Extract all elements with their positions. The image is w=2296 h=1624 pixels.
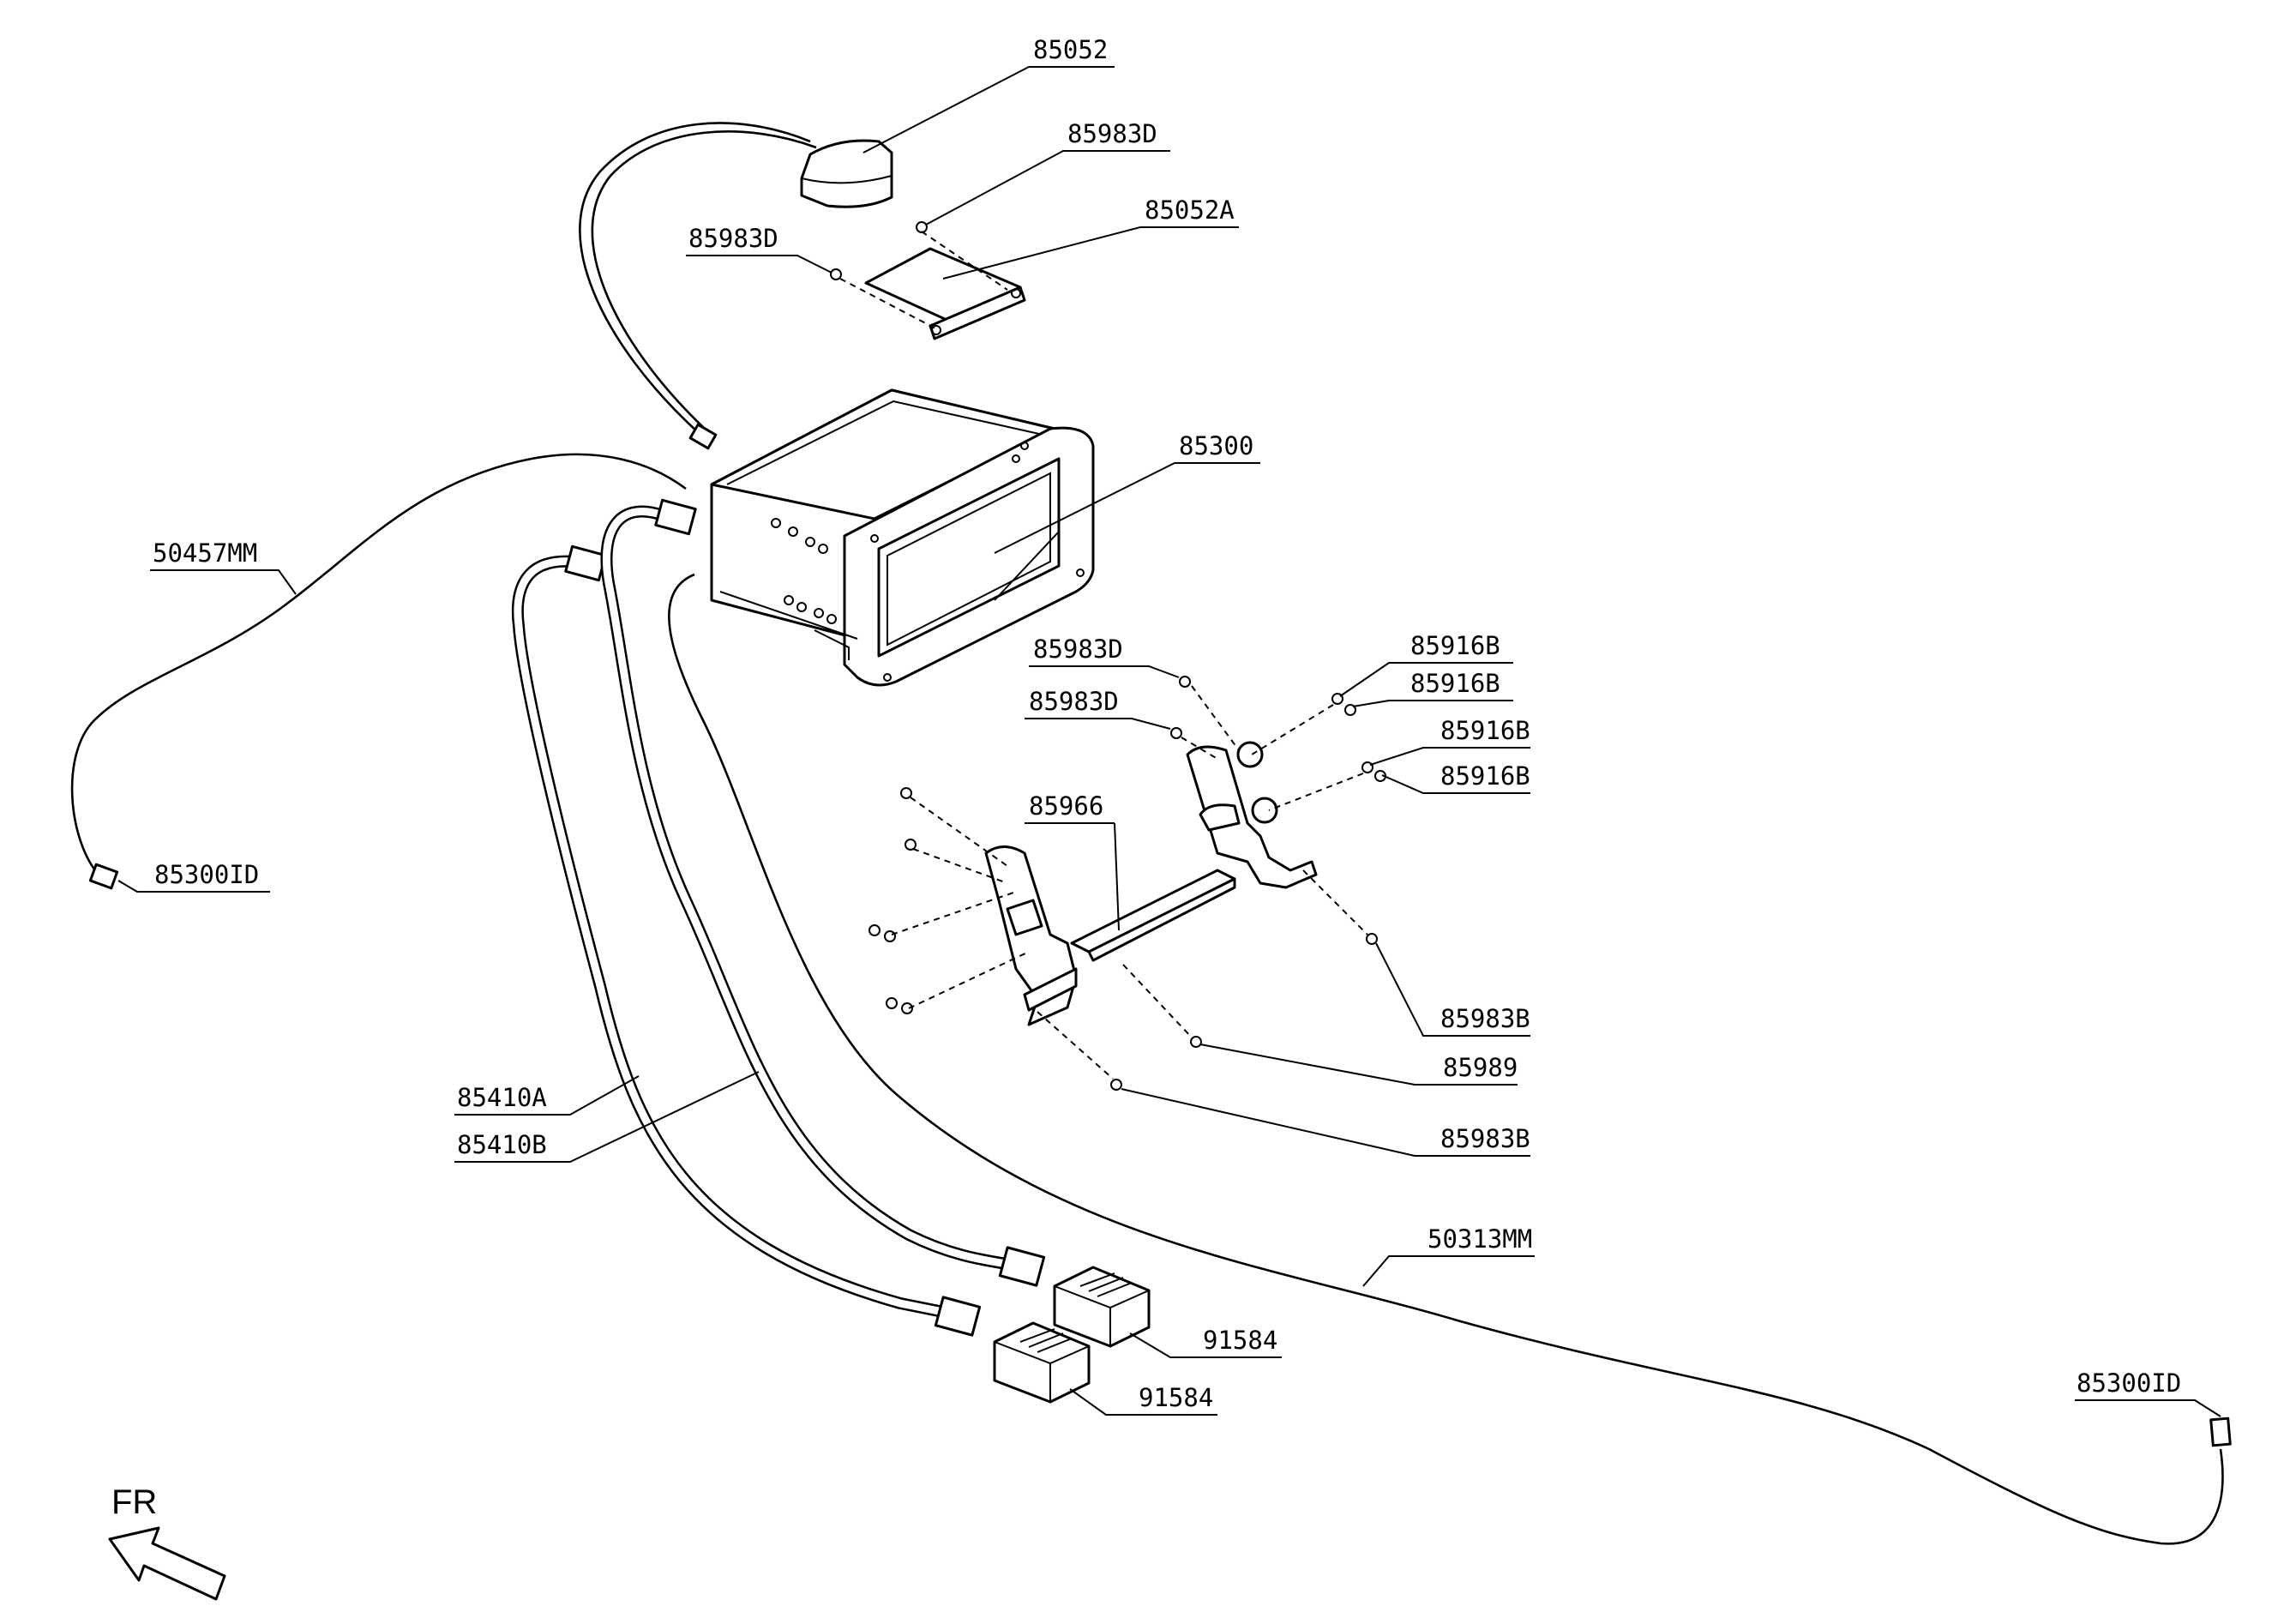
label-85410b: 85410B: [457, 1130, 547, 1159]
label-85300: 85300: [1179, 431, 1253, 460]
front-direction-indicator: FR: [108, 1483, 226, 1601]
callout-leaders: [117, 66, 2221, 1417]
label-85052: 85052: [1033, 35, 1108, 64]
label-50313mm: 50313MM: [1427, 1224, 1532, 1254]
label-85983d: 85983D: [1029, 687, 1119, 716]
label-85916b: 85916B: [1410, 631, 1500, 660]
label-85983b: 85983B: [1440, 1124, 1530, 1153]
side-holes: [771, 518, 837, 624]
label-85916b: 85916B: [1440, 716, 1530, 745]
usb-connector-upper: [1053, 1266, 1151, 1348]
assembly-dashed-lines: [839, 231, 1368, 1080]
label-85916b: 85916B: [1440, 761, 1530, 791]
direction-label: FR: [111, 1483, 157, 1521]
label-85300id: 85300ID: [154, 860, 259, 889]
usb-connector-lower: [993, 1321, 1091, 1404]
label-91584: 91584: [1203, 1326, 1277, 1355]
label-85300id: 85300ID: [2077, 1368, 2181, 1398]
label-85983d: 85983D: [1067, 119, 1157, 148]
label-85983d: 85983D: [688, 224, 778, 253]
label-85052a: 85052A: [1145, 195, 1235, 225]
harness-85410a: [511, 544, 982, 1337]
label-85983b: 85983B: [1440, 1004, 1530, 1033]
direction-arrow-icon: [108, 1526, 226, 1601]
callout-labels: 85052 85983D 85052A 85983D 85300 50457MM…: [153, 35, 2181, 1412]
label-85983d: 85983D: [1033, 635, 1123, 664]
gps-antenna: [579, 122, 893, 450]
cable-50313mm: [668, 573, 2232, 1545]
cable-50457mm: [70, 453, 687, 890]
label-50457mm: 50457MM: [153, 538, 257, 568]
label-85410a: 85410A: [457, 1083, 547, 1112]
label-85989: 85989: [1443, 1053, 1518, 1082]
label-91584: 91584: [1139, 1383, 1213, 1412]
mounting-bracket: [984, 741, 1318, 1026]
label-85966: 85966: [1029, 791, 1103, 821]
harness-85410b: [600, 498, 1046, 1287]
head-unit: [710, 388, 1095, 687]
label-85916b: 85916B: [1410, 669, 1500, 698]
gps-bracket-plate: [864, 247, 1026, 340]
